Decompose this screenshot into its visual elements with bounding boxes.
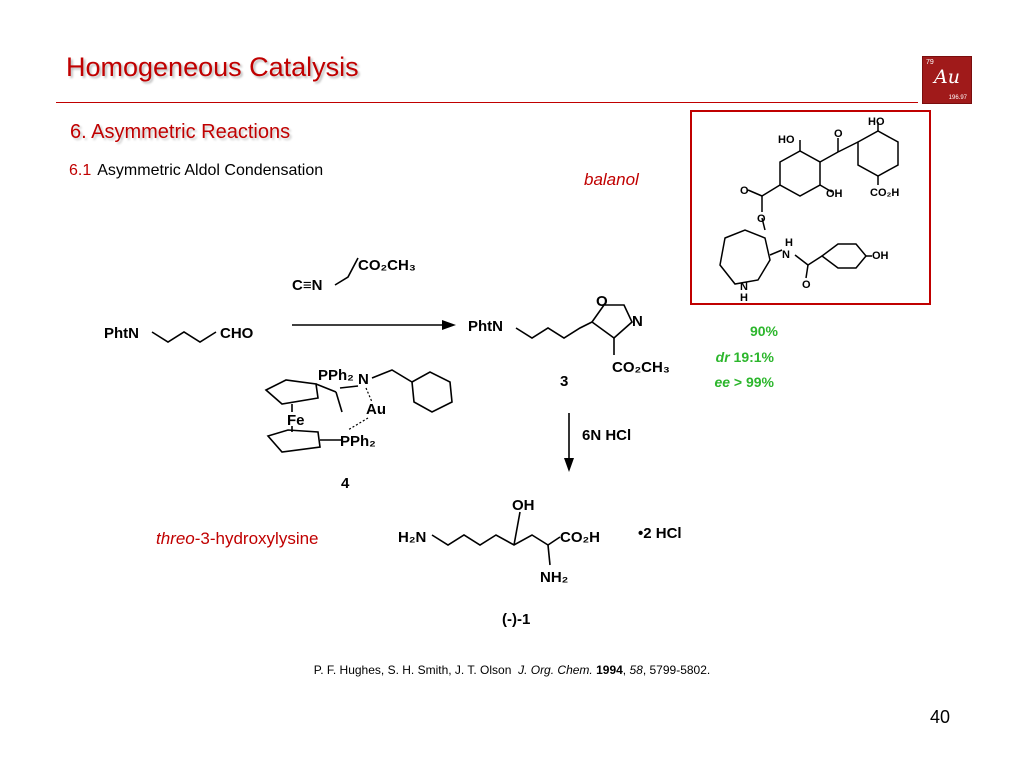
cyclopentadienyl-top (264, 379, 319, 405)
isocyanide-ester: CO₂CH₃ (358, 257, 416, 274)
citation-authors: P. F. Hughes, S. H. Smith, J. T. Olson (313, 663, 512, 677)
ee-label: ee (714, 374, 731, 390)
logo-symbol: Au (934, 66, 960, 88)
product-chain (515, 321, 593, 339)
balanol-ring-h: H (740, 292, 748, 304)
gold-element-logo: 79 Au 196.97 (922, 56, 972, 104)
reaction-arrowhead (442, 320, 456, 330)
final-oh: OH (512, 497, 535, 514)
dr-value: 19:1% (733, 349, 774, 365)
balanol-o-4: O (802, 279, 811, 291)
final-h2n: H₂N (398, 529, 426, 546)
balanol-co2h: CO₂H (870, 187, 899, 199)
citation-pages: 5799-5802. (649, 663, 711, 677)
balanol-central-ring (779, 150, 821, 197)
final-co2h: CO₂H (560, 529, 600, 546)
product-ester: CO₂CH₃ (612, 359, 670, 376)
section-heading: 6. Asymmetric Reactions (70, 121, 291, 143)
logo-atomic-number: 79 (926, 59, 934, 66)
dr-result: dr 19:1% (690, 349, 774, 365)
subsection-number: 6.1 (69, 162, 92, 179)
hcl-arrowhead (564, 458, 574, 472)
lysine-chain (431, 534, 549, 546)
balanol-o-1: O (834, 128, 843, 140)
balanol-ho-2: HO (868, 116, 885, 128)
subsection-heading: 6.1 Asymmetric Aldol Condensation (69, 162, 323, 180)
balanol-ho-1: HO (778, 134, 795, 146)
balanol-o-3: O (757, 213, 766, 225)
hydroxylysine-label: threo-3-hydroxylysine (156, 529, 319, 549)
catalyst-pph2-top: PPh₂ (318, 367, 354, 384)
final-number: (-)-1 (502, 611, 530, 628)
product-number: 3 (560, 373, 568, 390)
hcl-reagent: 6N HCl (582, 427, 631, 444)
catalyst-n: N (358, 371, 369, 388)
balanol-label: balanol (584, 170, 639, 189)
final-nh2: NH₂ (540, 569, 568, 586)
hydroxylysine-label-italic: threo (156, 529, 195, 548)
balanol-oh-2: OH (872, 250, 889, 262)
balanol-nh-n: N (782, 249, 790, 261)
citation-volume: 58 (629, 663, 643, 677)
balanol-phenol-ring (820, 243, 867, 269)
start-cho: CHO (220, 325, 254, 342)
balanol-azepane-ring (719, 229, 771, 285)
balanol-box (690, 110, 931, 305)
catalyst-number: 4 (341, 475, 350, 492)
start-phtn: PhtN (104, 325, 139, 342)
piperidine-ring (411, 371, 453, 413)
logo-mass: 196.97 (948, 95, 967, 101)
aldehyde-chain (151, 331, 217, 343)
product-o: O (596, 293, 608, 310)
dr-label: dr (715, 349, 730, 365)
product-n: N (632, 313, 643, 330)
hydroxylysine-label-rest: -3-hydroxylysine (194, 529, 319, 548)
balanol-nh-h: H (785, 237, 793, 249)
citation: P. F. Hughes, S. H. Smith, J. T. Olson J… (313, 663, 711, 677)
ee-result: ee > 99% (690, 374, 774, 390)
balanol-benzoyl-ring (857, 130, 899, 177)
catalyst-pph2-bottom: PPh₂ (340, 433, 376, 450)
citation-year: 1994 (596, 663, 623, 677)
balanol-ring-n: N (740, 281, 748, 293)
title-divider (56, 102, 918, 103)
isocyanide-cn: C≡N (292, 277, 322, 294)
isocyanide-chain (334, 257, 359, 286)
catalyst-fe: Fe (287, 412, 305, 429)
slide-title: Homogeneous Catalysis (66, 52, 359, 82)
citation-journal: J. Org. Chem. (518, 663, 593, 677)
ee-value: > 99% (733, 374, 774, 390)
balanol-o-2: O (740, 185, 749, 197)
product-phtn: PhtN (468, 318, 503, 335)
yield-value: 90% (749, 323, 778, 339)
final-salt: •2 HCl (638, 525, 682, 542)
catalyst-au: Au (366, 401, 386, 418)
cyclopentadienyl-bottom (266, 429, 321, 453)
page-number: 40 (930, 707, 951, 727)
oxazoline-ring (590, 304, 633, 340)
balanol-oh-1: OH (826, 188, 843, 200)
subsection-title: Asymmetric Aldol Condensation (97, 162, 324, 179)
